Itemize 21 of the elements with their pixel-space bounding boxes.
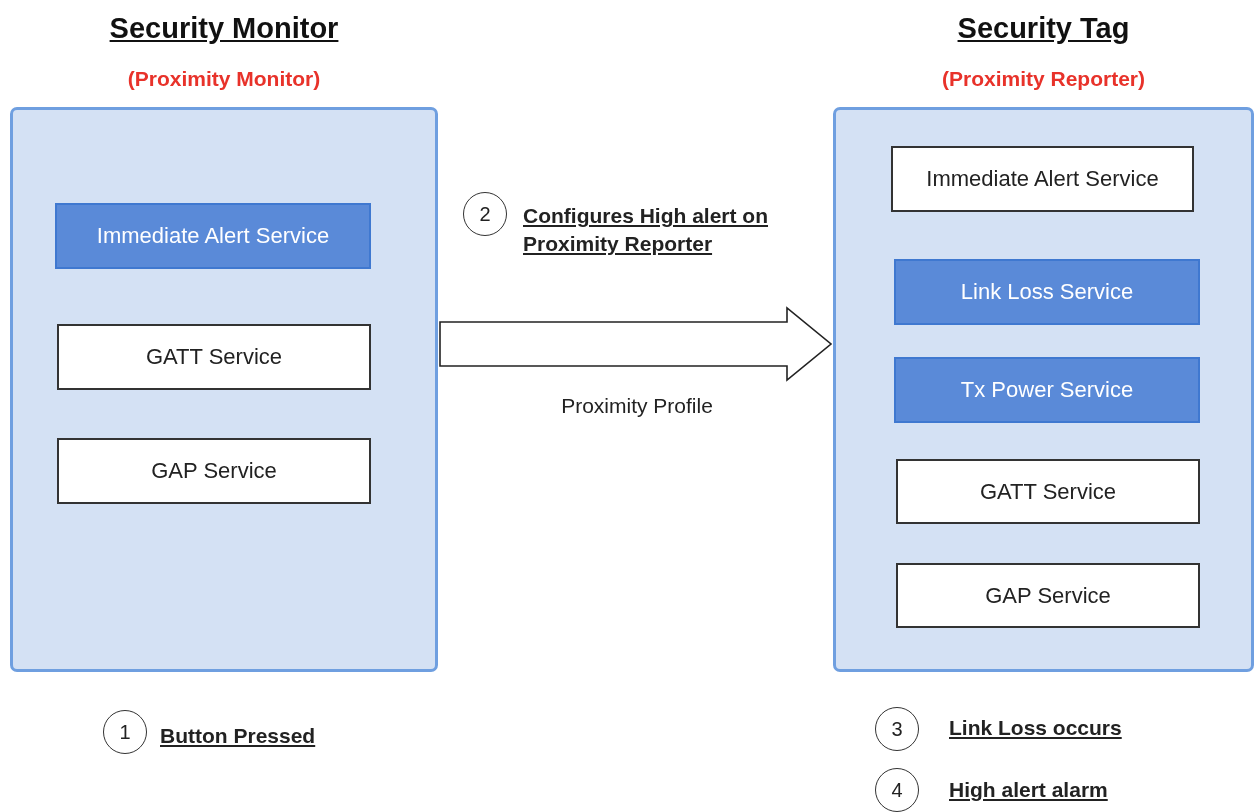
step-number: 3 bbox=[875, 707, 919, 751]
service-box: GAP Service bbox=[57, 438, 371, 504]
step-number: 2 bbox=[463, 192, 507, 236]
highlighted-service-box: Link Loss Service bbox=[894, 259, 1200, 325]
step-description: Link Loss occurs bbox=[949, 715, 1123, 741]
heading: Security Tag bbox=[956, 12, 1131, 45]
service-box: GAP Service bbox=[896, 563, 1200, 628]
step-number: 4 bbox=[875, 768, 919, 812]
step-description: Configures High alert on Proximity Reporter bbox=[523, 203, 769, 257]
heading: Security Monitor bbox=[108, 12, 340, 45]
step-description: High alert alarm bbox=[949, 777, 1109, 803]
highlighted-service-box: Tx Power Service bbox=[894, 357, 1200, 423]
service-box: Immediate Alert Service bbox=[891, 146, 1194, 212]
block-arrow bbox=[439, 306, 833, 382]
service-box: GATT Service bbox=[57, 324, 371, 390]
subheading: (Proximity Reporter) bbox=[940, 67, 1146, 91]
step-number: 1 bbox=[103, 710, 147, 754]
service-box: GATT Service bbox=[896, 459, 1200, 524]
step-description: Button Pressed bbox=[160, 723, 317, 749]
highlighted-service-box: Immediate Alert Service bbox=[55, 203, 371, 269]
subheading: (Proximity Monitor) bbox=[126, 67, 322, 91]
